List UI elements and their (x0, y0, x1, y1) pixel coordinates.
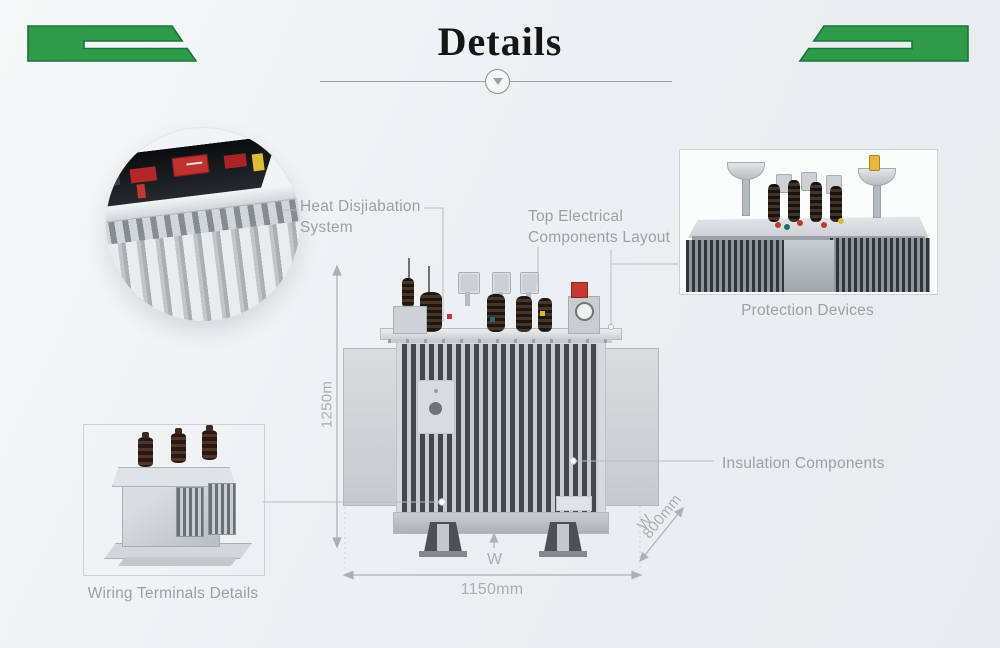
nameplate (417, 380, 455, 434)
rating-plate (556, 496, 592, 511)
radiator-panel-right (603, 348, 659, 506)
oil-gauge (575, 302, 594, 321)
divider-bullet (485, 69, 510, 94)
callout-protection-devices: Protection Devices (741, 302, 874, 319)
dimension-height-label: 1250m (318, 380, 336, 429)
beacon-light (869, 155, 880, 171)
mounting-foot-right (544, 522, 582, 552)
terminal-plate (492, 272, 511, 294)
wiring-terminals-inset-image (83, 424, 265, 576)
lv-bushing (516, 296, 532, 332)
terminal-plate (458, 272, 480, 294)
width-marker-label: W (487, 551, 503, 568)
terminal-plate (520, 272, 539, 294)
conservator-cup-left (727, 162, 765, 180)
heat-dissipation-inset-image (106, 127, 300, 321)
callout-top-electrical: Top Electrical Components Layout (528, 208, 671, 246)
callout-insulation-components: Insulation Components (722, 455, 885, 472)
protection-relay (568, 296, 600, 334)
lv-bushing (538, 298, 552, 332)
hv-bushing (487, 294, 505, 332)
radiator-panel-left (343, 348, 399, 506)
junction-box (393, 306, 427, 334)
dimension-width-label: 1150mm (460, 581, 524, 598)
green-ribbon-right (798, 25, 969, 62)
callout-wiring-terminals: Wiring Terminals Details (87, 585, 259, 602)
chevron-down-icon (492, 78, 503, 85)
protection-devices-inset-image (679, 149, 938, 295)
alarm-indicator (571, 282, 588, 298)
green-ribbon-left (27, 25, 198, 62)
page-title: Details (437, 19, 563, 64)
mounting-foot-left (424, 522, 462, 552)
small-bushing (402, 278, 414, 308)
callout-heat-dissipation: Heat Disjiabation System (300, 198, 421, 236)
